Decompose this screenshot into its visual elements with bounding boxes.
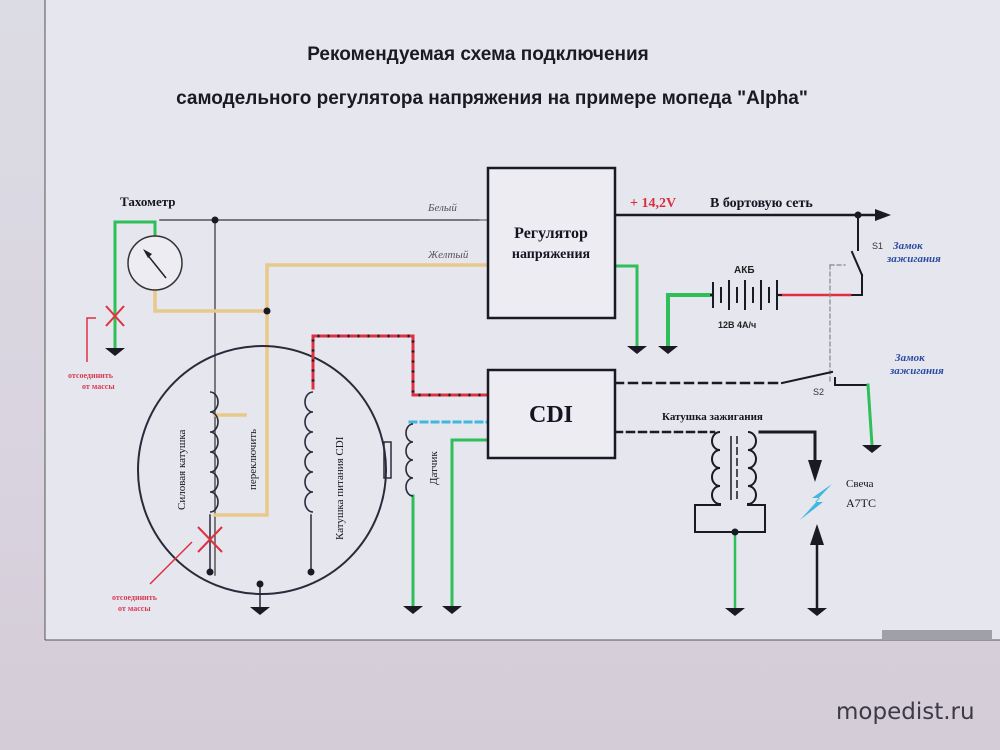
s1-contact xyxy=(850,250,864,277)
coil-hv-wire xyxy=(758,430,817,464)
disconnect-label-1a: отсоединить xyxy=(68,371,114,380)
battery-label: АКБ xyxy=(734,265,755,276)
s2-out xyxy=(834,377,869,386)
switch-label: переключить xyxy=(247,429,259,490)
sensor-label: Датчик xyxy=(428,451,440,485)
disconnect-label-2a: отсоединить xyxy=(112,593,158,602)
cdi-box xyxy=(486,368,617,460)
spark-icon xyxy=(800,484,832,520)
tachometer-gauge-icon xyxy=(127,235,183,291)
ignition-coil-label: Катушка зажигания xyxy=(662,411,763,423)
s2-contact xyxy=(780,370,834,385)
onboard-network-label: В бортовую сеть xyxy=(710,196,813,211)
yellow-wire-switch xyxy=(213,309,269,517)
ignition-primary xyxy=(711,431,721,505)
regulator-ground-wire xyxy=(613,264,639,348)
disconnect-mark-icon xyxy=(86,305,223,585)
footer-tag xyxy=(882,630,992,640)
battery-icon xyxy=(710,280,782,310)
disconnect-label-2b: от массы xyxy=(118,604,151,613)
output-arrow-icon xyxy=(875,209,891,221)
ground-arrow-icon xyxy=(810,524,824,545)
sensor-coil xyxy=(405,423,414,497)
watermark: mopedist.ru xyxy=(836,699,975,725)
ground-icons xyxy=(105,346,882,616)
power-coil-label: Силовая катушка xyxy=(176,429,188,510)
battery-ground-wire xyxy=(666,293,712,348)
s2-label: S2 xyxy=(813,387,824,397)
yellow-wire-label: Желтый xyxy=(427,249,469,261)
tachometer-label: Тахометр xyxy=(120,194,176,209)
coil-base xyxy=(694,504,766,533)
title-line-1: Рекомендуемая схема подключения xyxy=(307,44,649,65)
cdi-supply-coil xyxy=(304,391,314,513)
regulator-label-2: напряжения xyxy=(512,247,591,262)
spark-plug-label-2: A7TC xyxy=(846,496,876,510)
cdi-ground-wire xyxy=(450,438,490,608)
lock-1-label-1: Замок xyxy=(892,240,923,252)
lock-2-label-2: зажигания xyxy=(889,365,944,377)
s2-ground-wire xyxy=(866,383,874,447)
voltage-label: + 14,2V xyxy=(630,196,676,211)
regulator-box xyxy=(486,166,617,320)
power-coil xyxy=(209,391,219,513)
disconnect-label-1b: от массы xyxy=(82,382,115,391)
junction-dots xyxy=(206,211,862,588)
s1-label: S1 xyxy=(872,241,883,251)
white-wire-label: Белый xyxy=(427,202,457,214)
lock-2-label-1: Замок xyxy=(894,352,925,364)
hv-arrow-icon xyxy=(808,460,822,482)
ignition-core xyxy=(730,436,738,500)
cdi-supply-coil-label: Катушка питания CDI xyxy=(334,436,346,540)
cdi-supply-wire-red xyxy=(311,334,490,397)
ignition-secondary xyxy=(747,431,757,505)
spark-plug-label-1: Свеча xyxy=(846,478,874,490)
cdi-label: CDI xyxy=(529,402,573,428)
battery-spec-label: 12В 4А/ч xyxy=(718,320,756,330)
stator-tab xyxy=(383,441,392,479)
lock-1-label-2: зажигания xyxy=(886,253,941,265)
stator-outline xyxy=(137,345,387,595)
title-line-2: самодельного регулятора напряжения на пр… xyxy=(176,88,808,109)
regulator-label-1: Регулятор xyxy=(514,225,588,242)
tachometer-ground-wire xyxy=(113,220,157,350)
